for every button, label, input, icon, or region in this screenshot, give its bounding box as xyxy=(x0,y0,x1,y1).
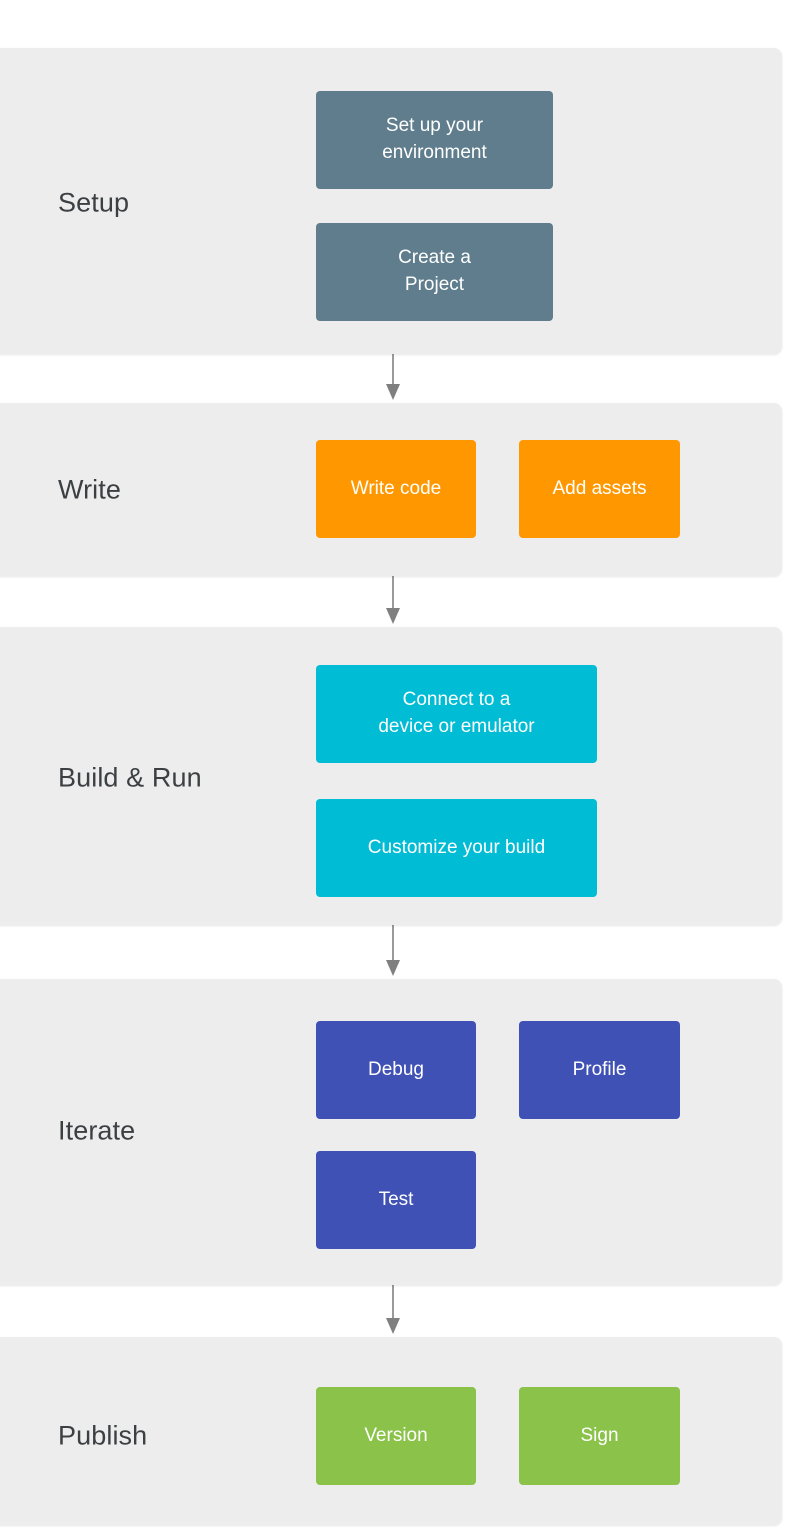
arrowhead-icon xyxy=(386,608,400,624)
node-write-code[interactable]: Write code xyxy=(316,440,476,538)
node-create-a-project[interactable]: Create a Project xyxy=(316,223,553,321)
connector-arrow-build-and-run-to-iterate xyxy=(386,925,400,976)
node-connect-to-a-device-or-emulator[interactable]: Connect to a device or emulator xyxy=(316,665,597,763)
stage-label-write: Write xyxy=(58,474,122,505)
node-profile[interactable]: Profile xyxy=(519,1021,680,1119)
node-sign[interactable]: Sign xyxy=(519,1387,680,1485)
connector-arrow-iterate-to-publish xyxy=(386,1285,400,1334)
stage-label-setup: Setup xyxy=(58,187,130,218)
arrowhead-icon xyxy=(386,960,400,976)
node-customize-your-build[interactable]: Customize your build xyxy=(316,799,597,897)
stage-label-iterate: Iterate xyxy=(58,1115,136,1146)
stage-label-build-and-run: Build & Run xyxy=(58,762,202,793)
connector-arrow-write-to-build-and-run xyxy=(386,576,400,624)
arrowhead-icon xyxy=(386,1318,400,1334)
node-add-assets[interactable]: Add assets xyxy=(519,440,680,538)
node-version[interactable]: Version xyxy=(316,1387,476,1485)
stage-label-publish: Publish xyxy=(58,1420,148,1451)
node-set-up-your-environment[interactable]: Set up your environment xyxy=(316,91,553,189)
connector-arrow-setup-to-write xyxy=(386,354,400,400)
node-test[interactable]: Test xyxy=(316,1151,476,1249)
arrowhead-icon xyxy=(386,384,400,400)
node-debug[interactable]: Debug xyxy=(316,1021,476,1119)
